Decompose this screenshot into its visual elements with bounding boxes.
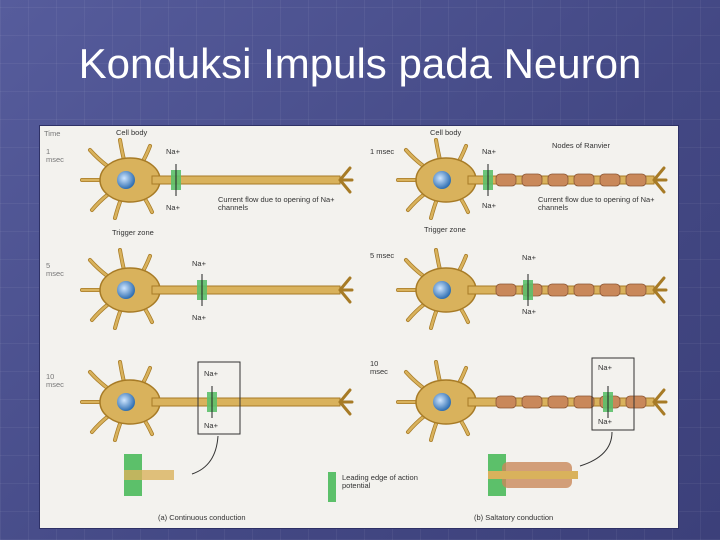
neuron-figure: Time 1 msec 5 msec 10 msec Cell body Na+…: [40, 126, 678, 528]
trigger-zone-label-right: Trigger zone: [424, 225, 466, 234]
caption-left: (a) Continuous conduction: [158, 513, 246, 522]
zoom-box-right: [591, 357, 635, 431]
axon-terminal: [652, 276, 668, 304]
zoom-box-left: [197, 361, 241, 435]
axon-terminal: [338, 388, 354, 416]
axon-terminal: [652, 388, 668, 416]
time-label-1: 1 msec: [46, 147, 64, 164]
myelin-segment: [495, 395, 517, 409]
time-label-r3: 10 msec: [370, 359, 388, 376]
myelin-segment: [625, 283, 647, 297]
na-label-l2b: Na+: [192, 313, 206, 322]
time-label-3: 10 msec: [46, 372, 64, 389]
myelin-segment: [599, 283, 621, 297]
trigger-zone-label-left: Trigger zone: [112, 228, 154, 237]
na-label-l2a: Na+: [192, 259, 206, 268]
na-label-l1b: Na+: [166, 203, 180, 212]
myelin-segment: [547, 283, 569, 297]
inset-axon-right: [488, 471, 578, 479]
myelin-segment: [573, 283, 595, 297]
nucleus-l1: [117, 171, 135, 189]
nucleus-r1: [433, 171, 451, 189]
na-label-r3b: Na+: [598, 417, 612, 426]
zoom-arrow-right: [579, 431, 613, 467]
na-label-l3b: Na+: [204, 421, 218, 430]
axon-terminal: [338, 166, 354, 194]
inset-axon-left: [124, 470, 174, 480]
myelin-segment: [547, 395, 569, 409]
myelin-segment: [521, 395, 543, 409]
axon-l3: [151, 397, 341, 407]
time-label-r1: 1 msec: [370, 147, 395, 156]
na-label-r2a: Na+: [522, 253, 536, 262]
myelin-segment: [625, 395, 647, 409]
na-label-r2b: Na+: [522, 307, 536, 316]
na-label-r3a: Na+: [598, 363, 612, 372]
current-flow-label-left: Current flow due to opening of Na+ chann…: [218, 195, 335, 212]
slide-title: Konduksi Impuls pada Neuron: [78, 40, 642, 87]
time-header: Time: [44, 129, 61, 138]
na-label-r1b: Na+: [482, 201, 496, 210]
caption-right: (b) Saltatory conduction: [474, 513, 554, 522]
zoom-arrow-left: [191, 435, 219, 475]
current-flow-label-right: Current flow due to opening of Na+ chann…: [538, 195, 655, 212]
time-label-r2: 5 msec: [370, 251, 395, 260]
cell-body-label-left: Cell body: [116, 128, 148, 137]
axon-l2: [151, 285, 341, 295]
axon-terminal: [338, 276, 354, 304]
nodes-of-ranvier-label: Nodes of Ranvier: [552, 141, 610, 150]
cell-body-label-right: Cell body: [430, 128, 462, 137]
legend-label: Leading edge of action potential: [342, 473, 418, 490]
axon-terminal: [652, 166, 668, 194]
myelin-segment: [521, 173, 543, 187]
myelin-segment: [573, 395, 595, 409]
myelin-segment: [573, 173, 595, 187]
nucleus-r3: [433, 393, 451, 411]
na-label-l3a: Na+: [204, 369, 218, 378]
legend-swatch: [328, 472, 336, 502]
myelin-segment: [625, 173, 647, 187]
na-label-l1a: Na+: [166, 147, 180, 156]
na-label-r1a: Na+: [482, 147, 496, 156]
myelin-segment: [547, 173, 569, 187]
nucleus-l3: [117, 393, 135, 411]
nucleus-r2: [433, 281, 451, 299]
neuron-diagram: [80, 138, 668, 502]
nucleus-l2: [117, 281, 135, 299]
myelin-segment: [599, 173, 621, 187]
myelin-segment: [495, 173, 517, 187]
time-label-2: 5 msec: [46, 261, 64, 278]
myelin-segment: [495, 283, 517, 297]
